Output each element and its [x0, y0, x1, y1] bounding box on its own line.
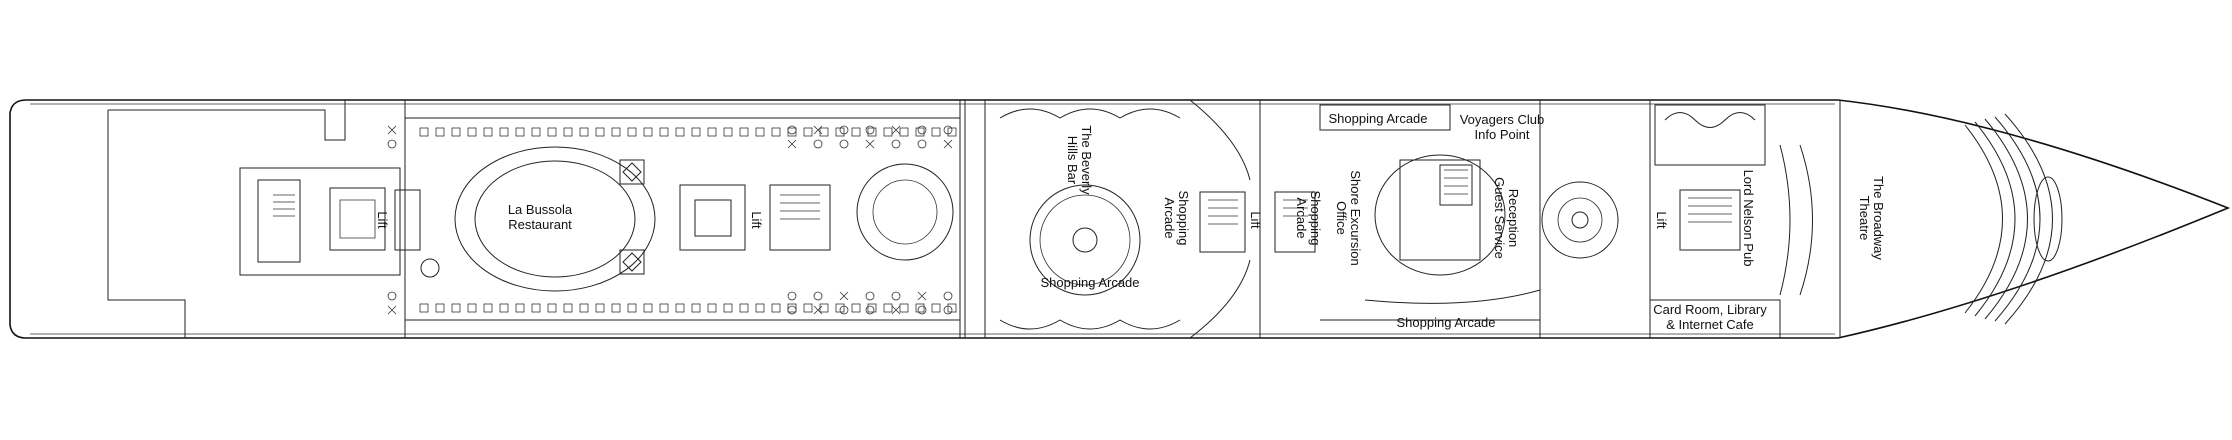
shopping-arcade-label-top: Shopping Arcade [1328, 111, 1427, 126]
shopping-arcade-label-bottom: Shopping Arcade [1396, 315, 1495, 330]
reception-label: Reception [1506, 189, 1521, 248]
lift-label-4: Lift [1654, 211, 1669, 229]
shore-excursion-label: Shore Excursion [1348, 170, 1363, 265]
card-room-label: Card Room, Library [1653, 302, 1767, 317]
shopping-arcade-label-v1-2: Arcade [1162, 197, 1177, 238]
hull-inner-line [30, 103, 1835, 335]
lift-label-1: Lift [375, 211, 390, 229]
broadway-theatre-area [1839, 100, 2063, 338]
shore-excursion-label-2: Office [1334, 201, 1349, 235]
beverly-hills-bar-label-2: Hills Bar [1065, 136, 1080, 185]
beverly-hills-bar-label: The Beverly [1079, 125, 1094, 195]
hull-outline [9, 99, 2231, 339]
shopping-arcade-label-v2-2: Arcade [1294, 197, 1309, 238]
dining-tables [387, 125, 957, 315]
card-room-label-2: & Internet Cafe [1666, 317, 1753, 332]
lord-nelson-pub-label: Lord Nelson Pub [1741, 170, 1756, 267]
reception-area [1319, 100, 1651, 338]
la-bussola-label-2: Restaurant [508, 217, 572, 232]
la-bussola-label: La Bussola [508, 202, 573, 217]
aft-deck-area [107, 100, 440, 338]
lord-nelson-pub-area [1650, 104, 1813, 338]
voyagers-club-label-2: Info Point [1475, 127, 1530, 142]
broadway-theatre-label-2: Theatre [1857, 196, 1872, 241]
broadway-theatre-label: The Broadway [1871, 176, 1886, 260]
shopping-arcade-label-center: Shopping Arcade [1040, 275, 1139, 290]
shopping-arcade-label-v1: Shopping [1176, 191, 1191, 246]
shopping-arcade-label-v2: Shopping [1308, 191, 1323, 246]
lift-label-3: Lift [1248, 211, 1263, 229]
lift-label-2: Lift [749, 211, 764, 229]
voyagers-club-label: Voyagers Club [1460, 112, 1545, 127]
beverly-hills-bar-area [964, 99, 1316, 339]
reception-label-2: Guest Service [1492, 177, 1507, 259]
la-bussola-restaurant-area [404, 100, 961, 338]
